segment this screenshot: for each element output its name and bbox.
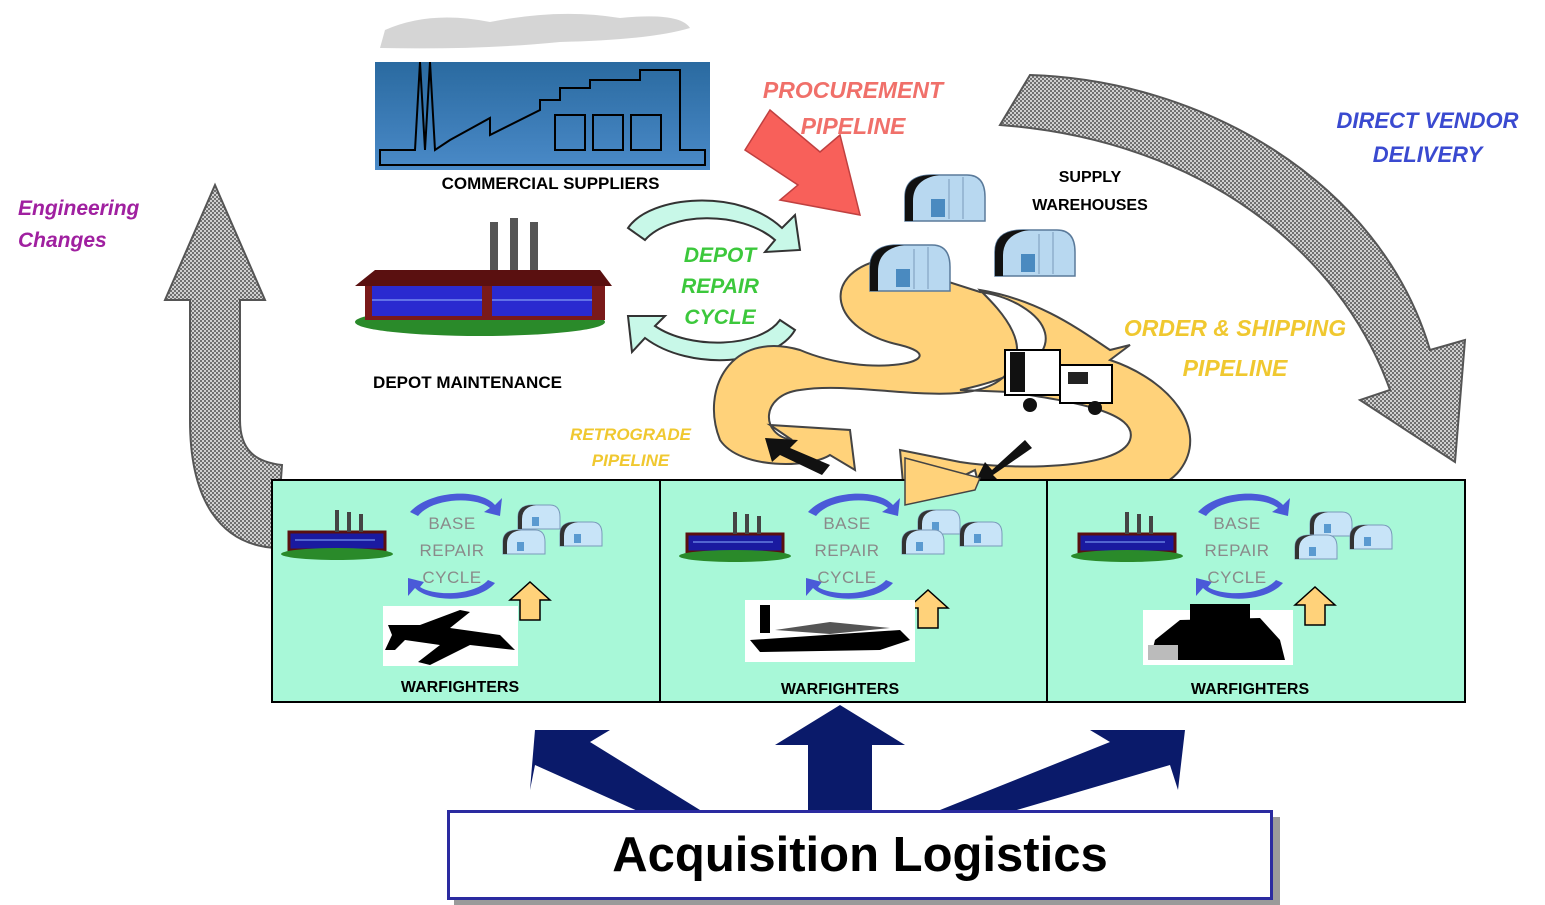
retrograde-line-2: PIPELINE bbox=[591, 451, 670, 470]
supply-warehouses-label: SUPPLY WAREHOUSES bbox=[1000, 164, 1180, 220]
depot-repair-line-2: REPAIR bbox=[681, 275, 759, 298]
depot-maintenance-factory bbox=[355, 218, 612, 336]
acquisition-arrow-right bbox=[940, 730, 1185, 812]
order-shipping-road bbox=[712, 258, 1192, 507]
jet-aircraft-icon bbox=[383, 606, 518, 666]
direct-vendor-arrow bbox=[998, 73, 1467, 464]
warfighters-label-3: WARFIGHTERS bbox=[1190, 681, 1310, 698]
base-line-2: REPAIR bbox=[1204, 541, 1270, 560]
base-repair-arrow-top bbox=[410, 493, 502, 516]
aircraft-carrier-icon bbox=[745, 600, 915, 662]
acquisition-logistics-box: Acquisition Logistics bbox=[447, 810, 1273, 900]
direct-vendor-line-1: DIRECT VENDOR bbox=[1336, 108, 1519, 133]
base-repair-cycle-label-2: BASE REPAIR CYCLE bbox=[797, 510, 897, 591]
warfighter-panel-2 bbox=[659, 479, 1048, 703]
direct-vendor-delivery-label: DIRECT VENDOR DELIVERY bbox=[1305, 104, 1545, 172]
commercial-suppliers-label: COMMERCIAL SUPPLIERS bbox=[441, 174, 660, 193]
retrograde-pipeline-label: RETROGRADE PIPELINE bbox=[548, 422, 713, 474]
acquisition-logistics-title: Acquisition Logistics bbox=[612, 828, 1108, 882]
depot-repair-line-3: CYCLE bbox=[684, 306, 756, 329]
base-repair-cycle-label-3: BASE REPAIR CYCLE bbox=[1187, 510, 1287, 591]
depot-repair-line-1: DEPOT bbox=[683, 244, 757, 267]
acquisition-arrow-center bbox=[775, 705, 905, 812]
supply-line-2: WAREHOUSES bbox=[1032, 197, 1148, 214]
depot-repair-arrow-top bbox=[626, 199, 802, 254]
supply-line-1: SUPPLY bbox=[1058, 169, 1122, 186]
base-line-1: BASE bbox=[823, 514, 871, 533]
base-line-1: BASE bbox=[428, 514, 476, 533]
base-repair-arrow-bottom bbox=[408, 578, 495, 599]
base-line-3: CYCLE bbox=[1207, 568, 1267, 587]
engineering-line-1: Engineering bbox=[18, 197, 140, 220]
retrograde-black-arrow bbox=[765, 438, 830, 475]
order-shipping-line-1: ORDER & SHIPPING bbox=[1123, 315, 1347, 341]
engineering-changes-label: Engineering Changes bbox=[18, 193, 139, 257]
base-line-1: BASE bbox=[1213, 514, 1261, 533]
order-shipping-pipeline-label: ORDER & SHIPPING PIPELINE bbox=[1100, 308, 1370, 388]
procurement-line-1: PROCUREMENT bbox=[762, 77, 944, 103]
procurement-pipeline-label: PROCUREMENT PIPELINE bbox=[738, 72, 968, 144]
procurement-arrow bbox=[743, 108, 862, 216]
base-line-2: REPAIR bbox=[419, 541, 485, 560]
engineering-changes-arrow bbox=[163, 182, 284, 550]
retrograde-line-1: RETROGRADE bbox=[570, 425, 691, 444]
truck-icon bbox=[1004, 349, 1113, 415]
direct-vendor-line-2: DELIVERY bbox=[1372, 142, 1483, 167]
procurement-line-2: PIPELINE bbox=[800, 113, 906, 139]
acquisition-arrow-left bbox=[530, 730, 700, 812]
base-line-3: CYCLE bbox=[817, 568, 877, 587]
base-line-3: CYCLE bbox=[422, 568, 482, 587]
warfighters-label-1: WARFIGHTERS bbox=[400, 679, 520, 696]
base-line-2: REPAIR bbox=[814, 541, 880, 560]
depot-repair-cycle-label: DEPOT REPAIR CYCLE bbox=[660, 240, 780, 333]
order-shipping-line-2: PIPELINE bbox=[1182, 355, 1288, 381]
tank-icon bbox=[1143, 604, 1293, 665]
warfighters-label-2: WARFIGHTERS bbox=[780, 681, 900, 698]
engineering-line-2: Changes bbox=[18, 229, 107, 252]
depot-maintenance-label: DEPOT MAINTENANCE bbox=[373, 373, 562, 392]
base-repair-cycle-label-1: BASE REPAIR CYCLE bbox=[402, 510, 502, 591]
